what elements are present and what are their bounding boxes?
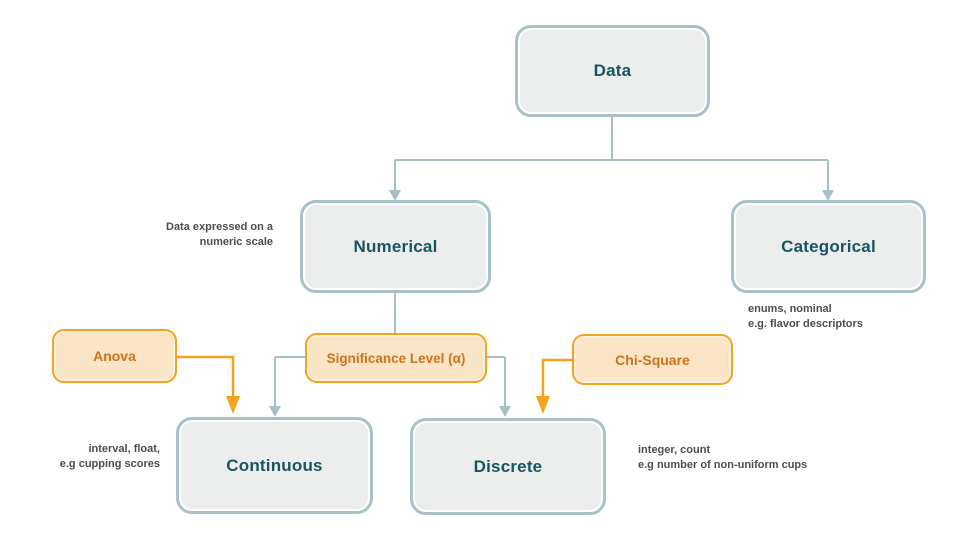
- node-anova: Anova: [52, 329, 177, 383]
- node-continuous-label: Continuous: [226, 455, 323, 475]
- connector-anova-to-continuous: [177, 355, 235, 398]
- node-anova-label: Anova: [93, 348, 136, 364]
- node-discrete: Discrete: [410, 418, 606, 515]
- arrowhead-continuous: [269, 406, 281, 417]
- node-data: Data: [515, 25, 710, 117]
- orange-arrowheads: [226, 396, 550, 414]
- node-continuous: Continuous: [176, 417, 373, 514]
- node-numerical: Numerical: [300, 200, 491, 293]
- node-chisquare-label: Chi-Square: [615, 351, 690, 368]
- node-discrete-label: Discrete: [473, 456, 543, 476]
- teal-arrowheads: [269, 190, 834, 417]
- connector-chisquare-to-discrete: [541, 358, 572, 398]
- node-categorical-label: Categorical: [781, 236, 876, 256]
- annotation-numerical: Data expressed on a numeric scale: [166, 221, 273, 249]
- annotation-discrete: integer, count e.g number of non-uniform…: [638, 444, 808, 472]
- annotation-continuous: interval, float, e.g cupping scores: [59, 443, 160, 471]
- node-categorical: Categorical: [731, 200, 926, 293]
- node-significance-label: Significance Level (α): [326, 350, 466, 366]
- arrowhead-anova: [226, 396, 240, 414]
- node-chi-square: Chi-Square: [572, 334, 733, 385]
- arrowhead-categorical: [822, 190, 834, 201]
- orange-connectors: [177, 355, 572, 398]
- node-numerical-label: Numerical: [353, 236, 438, 256]
- arrowhead-numerical: [389, 190, 401, 201]
- arrowhead-discrete: [499, 406, 511, 417]
- annotation-categorical: enums, nominal e.g. flavor descriptors: [748, 303, 863, 331]
- arrowhead-chisquare: [536, 396, 550, 414]
- node-significance-level: Significance Level (α): [305, 333, 487, 383]
- node-data-label: Data: [593, 61, 632, 80]
